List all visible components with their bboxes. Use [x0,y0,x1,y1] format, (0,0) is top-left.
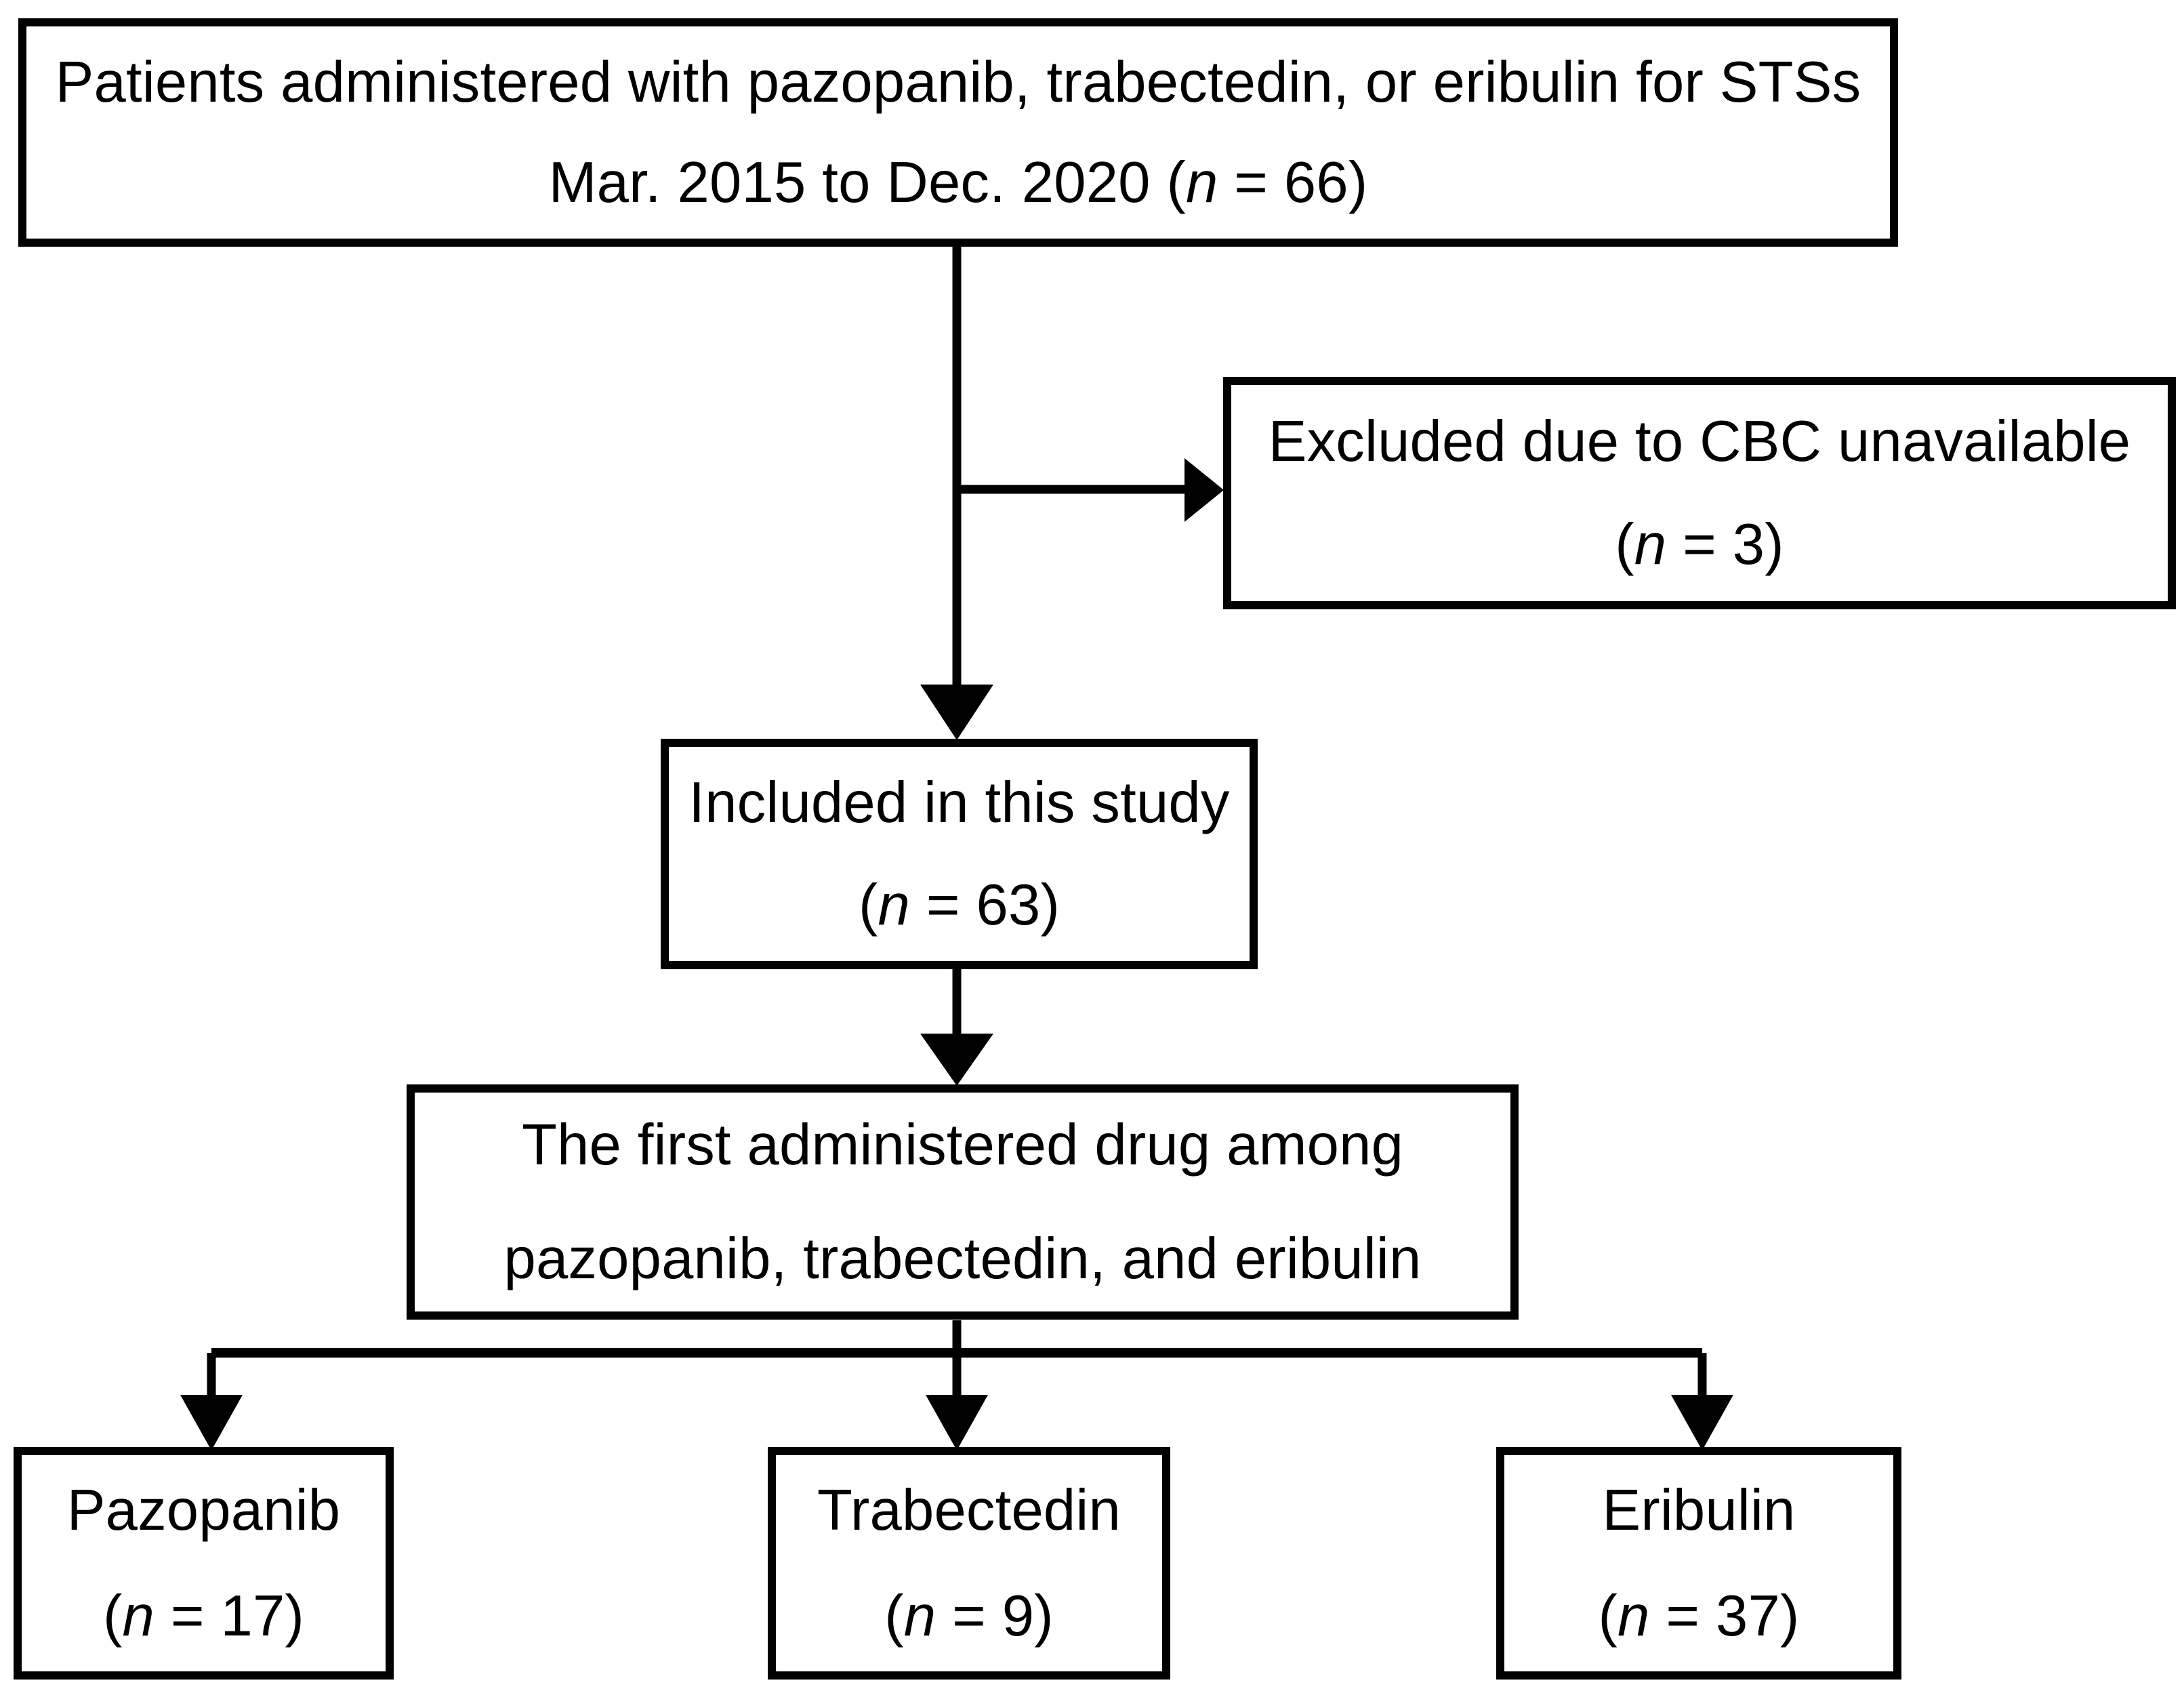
source-cohort-n-symbol: n [1185,150,1218,215]
first-administered-drug-line-1: The first administered drug among [521,1113,1404,1178]
arrowhead-pazopanib [180,1395,243,1450]
excluded-cbc-open-paren: ( [1615,512,1634,577]
included-in-study-open-paren: ( [859,873,878,937]
arm-pazopanib-label: Pazopanib [66,1478,341,1543]
arrowhead-included [920,685,993,740]
node-excluded-cbc: Excluded due to CBC unavailable (n = 3) [1223,377,2176,609]
arrowhead-trabectedin [926,1395,988,1450]
arm-trabectedin-count: = 9) [936,1583,1054,1648]
source-cohort-count: = 66) [1218,150,1368,215]
excluded-cbc-line-1: Excluded due to CBC unavailable [1268,409,2131,474]
arm-pazopanib-open-paren: ( [103,1583,123,1648]
included-in-study-line-2: (n = 63) [859,875,1060,935]
node-arm-pazopanib: Pazopanib (n = 17) [14,1447,394,1680]
arm-eribulin-line-2: (n = 37) [1598,1583,1800,1648]
excluded-cbc-count: = 3) [1666,512,1784,577]
arm-pazopanib-count: = 17) [154,1583,304,1648]
arm-pazopanib-line-2: (n = 17) [103,1583,304,1648]
arm-trabectedin-label: Trabectedin [817,1478,1121,1543]
arm-eribulin-count: = 37) [1649,1583,1800,1648]
arm-pazopanib-n-symbol: n [122,1583,155,1648]
excluded-cbc-n-symbol: n [1634,512,1667,577]
excluded-cbc-line-2: (n = 3) [1615,514,1784,575]
source-cohort-period: Mar. 2015 to Dec. 2020 ( [548,150,1186,215]
source-cohort-line-2: Mar. 2015 to Dec. 2020 (n = 66) [549,152,1368,213]
arm-trabectedin-n-symbol: n [903,1583,936,1648]
arm-eribulin-label: Eribulin [1602,1478,1796,1543]
source-cohort-line-1: Patients administered with pazopanib, tr… [55,50,1861,115]
arm-trabectedin-line-2: (n = 9) [884,1583,1054,1648]
arm-eribulin-n-symbol: n [1618,1583,1650,1648]
arrowhead-excluded [1184,458,1224,522]
node-included-in-study: Included in this study (n = 63) [661,739,1258,969]
arm-trabectedin-open-paren: ( [884,1583,904,1648]
node-arm-trabectedin: Trabectedin (n = 9) [768,1447,1170,1680]
node-source-cohort: Patients administered with pazopanib, tr… [18,18,1898,247]
arrowhead-eribulin [1671,1395,1733,1450]
arm-eribulin-open-paren: ( [1598,1583,1618,1648]
included-in-study-count: = 63) [910,873,1060,937]
first-administered-drug-line-2: pazopanib, trabectedin, and eribulin [503,1226,1422,1291]
included-in-study-line-1: Included in this study [688,770,1230,835]
node-arm-eribulin: Eribulin (n = 37) [1496,1447,1901,1680]
node-first-administered-drug: The first administered drug among pazopa… [407,1084,1519,1320]
arrowhead-firstdrug [920,1034,993,1086]
included-in-study-n-symbol: n [878,873,911,937]
